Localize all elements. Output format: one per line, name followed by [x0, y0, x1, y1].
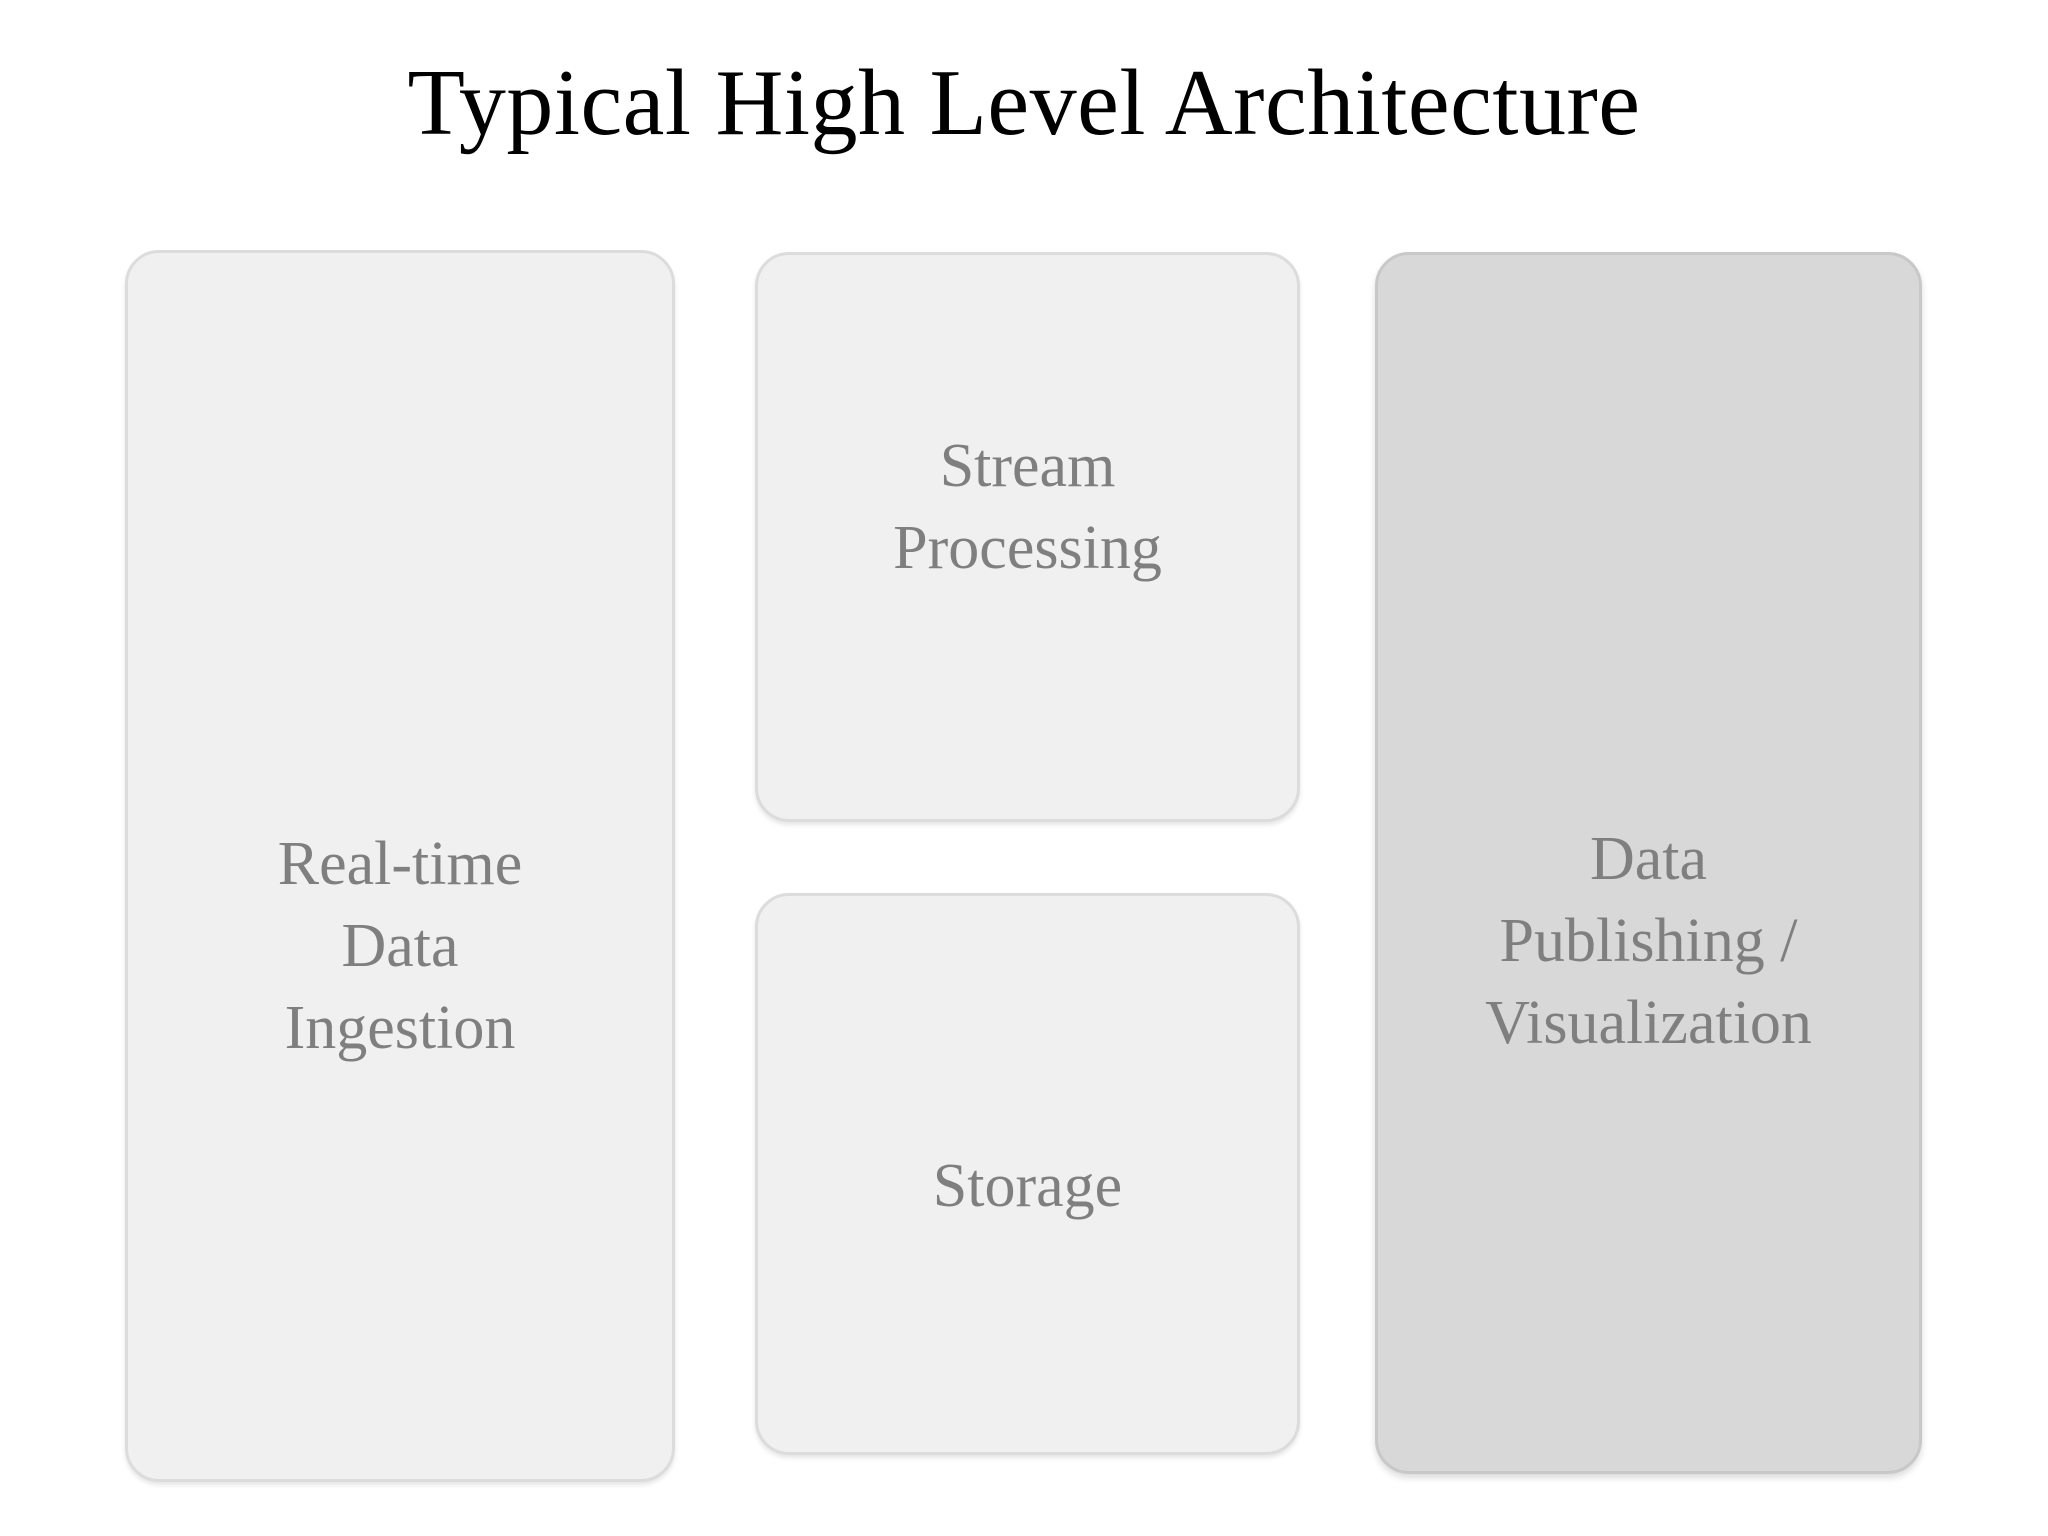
page-title: Typical High Level Architecture — [407, 51, 1641, 155]
arch-box-data-publishing-visualization-label: Data Publishing / Visualization — [1485, 825, 1812, 1057]
arch-box-ingestion-label: Real-time Data Ingestion — [277, 830, 523, 1062]
arch-box-storage-label: Storage — [932, 1152, 1123, 1220]
arch-box-data-publishing-visualization[interactable]: Data Publishing / Visualization — [1375, 252, 1922, 1474]
arch-box-storage[interactable]: Storage — [755, 893, 1300, 1455]
arch-box-stream-processing[interactable]: Stream Processing — [755, 252, 1300, 822]
arch-box-stream-processing-label: Stream Processing — [893, 432, 1162, 582]
arch-box-ingestion[interactable]: Real-time Data Ingestion — [125, 250, 675, 1482]
